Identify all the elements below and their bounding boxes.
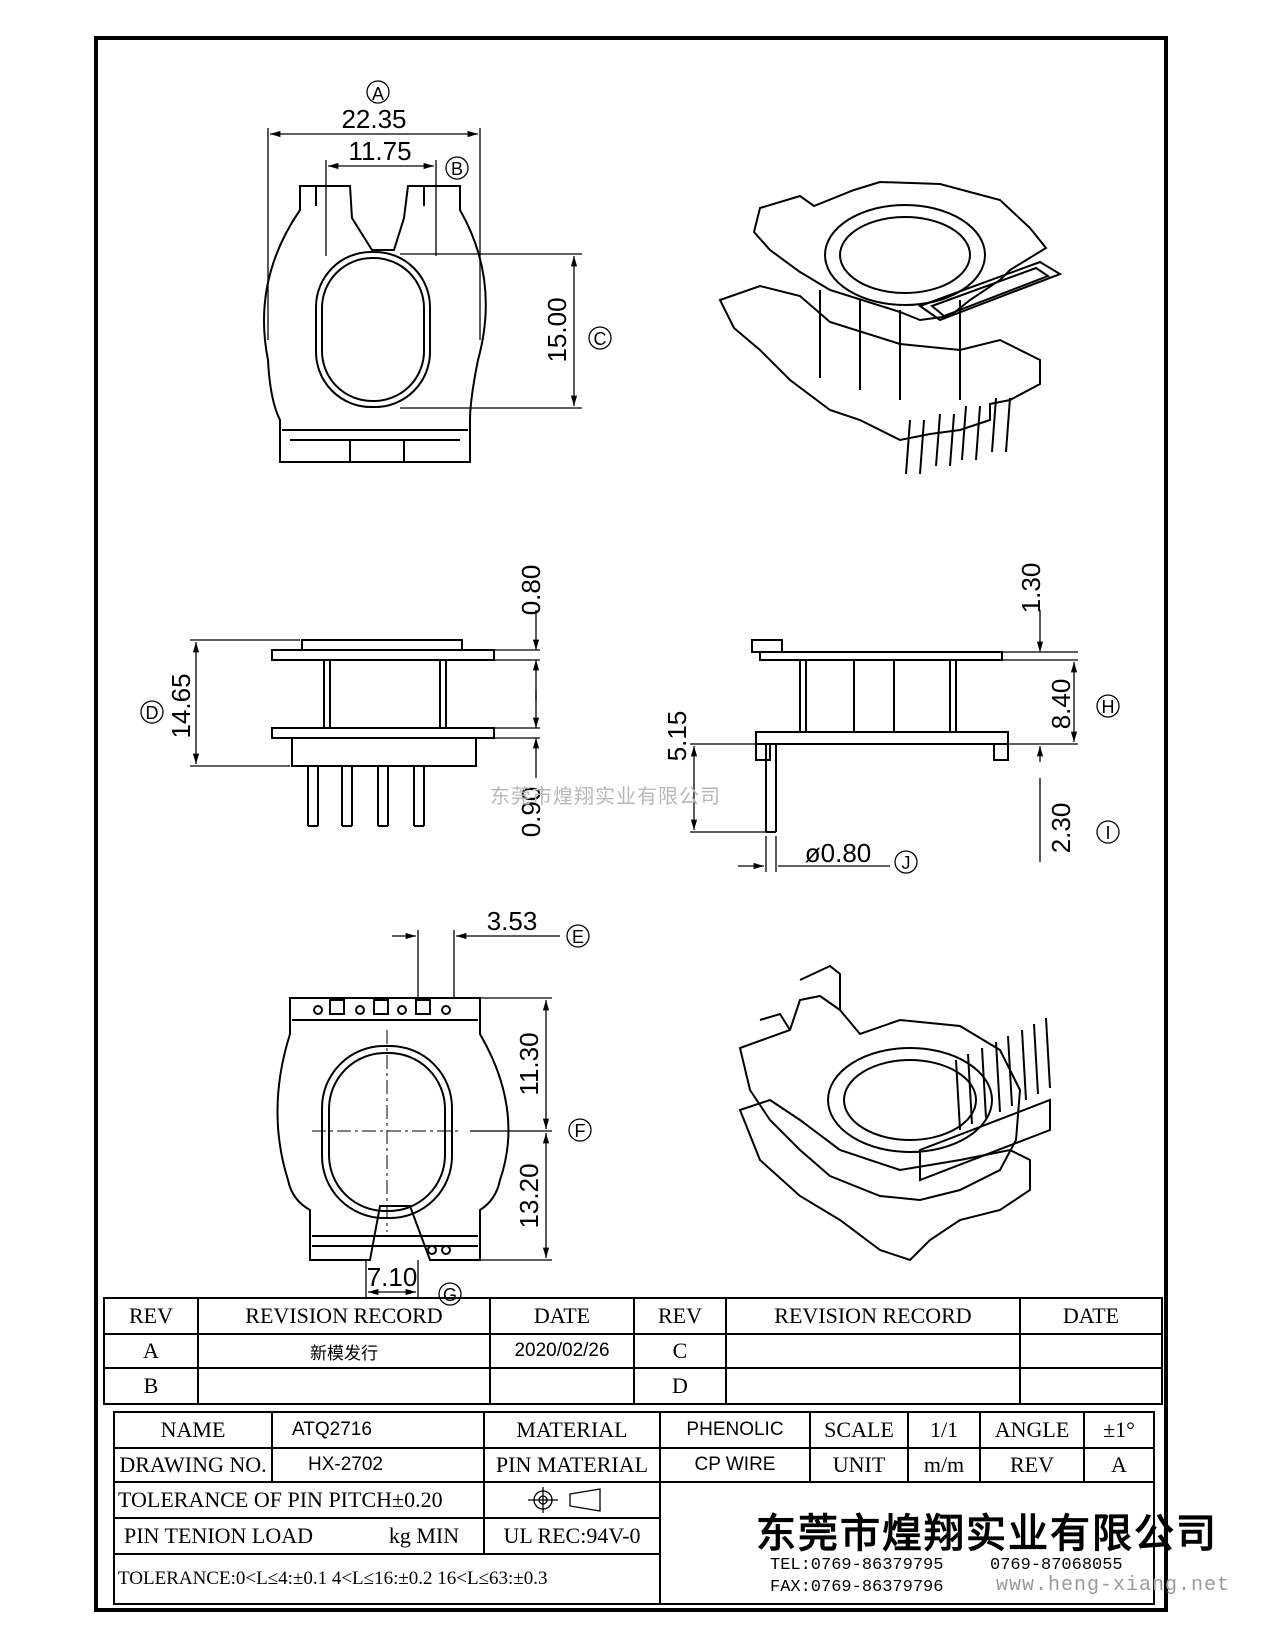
dim-A	[267, 80, 481, 340]
pin-material-label: PIN MATERIAL	[495, 1452, 649, 1477]
watermark-text: 东莞市煌翔实业有限公司	[490, 784, 721, 808]
rev-header-4: REV	[658, 1303, 702, 1328]
dim-F-lower: 13.20	[514, 1163, 544, 1228]
unit-value: m/m	[923, 1452, 965, 1477]
dim-top-flange: 1.30	[1016, 563, 1046, 614]
dim-A-value: 22.35	[341, 104, 406, 134]
rev-row-a-date: 2020/02/26	[514, 1340, 610, 1361]
sheet-border	[94, 36, 1168, 1612]
iso-view-bottom	[738, 964, 1051, 1262]
dim-D-value: 14.65	[166, 673, 196, 738]
pin-tenion-unit: kg MIN	[388, 1523, 460, 1548]
side-view	[751, 639, 1009, 833]
dim-pin-len: 5.15	[662, 711, 692, 762]
dim-J-value: ø0.80	[805, 838, 872, 868]
rev-row-c-record	[726, 1334, 1020, 1368]
rev-row-b-rev: B	[143, 1373, 159, 1398]
top-view	[263, 185, 487, 463]
rev-header-2: REVISION RECORD	[245, 1303, 443, 1328]
dim-top-gap: 0.80	[516, 565, 546, 616]
circle-F-label: F	[575, 1121, 586, 1141]
name-label: NAME	[160, 1417, 226, 1442]
dim-H-value: 8.40	[1046, 679, 1076, 730]
dim-front-gaps	[494, 610, 540, 778]
projection-symbol	[528, 1487, 601, 1513]
rev-row-d-record	[726, 1368, 1020, 1404]
name-value: ATQ2716	[292, 1419, 372, 1440]
rev-header-1: REV	[129, 1303, 173, 1328]
circle-H-label: H	[1102, 697, 1115, 717]
dim-F-upper: 11.30	[514, 1032, 544, 1095]
dim-C-value: 15.00	[542, 297, 572, 362]
rev-header-3: DATE	[533, 1303, 591, 1328]
ul-rec: UL REC:94V-0	[503, 1523, 641, 1548]
dim-B	[325, 156, 469, 256]
dim-side	[690, 610, 1120, 874]
pin-tenion-label: PIN TENION LOAD	[124, 1523, 314, 1548]
rev-row-d-date	[1020, 1368, 1162, 1404]
tolerance-general: TOLERANCE:0<L≤4:±0.1 4<L≤16:±0.2 16<L≤63…	[118, 1568, 548, 1589]
circle-B-label: B	[451, 159, 463, 179]
dim-F	[470, 997, 592, 1261]
pin-material-value: CP WIRE	[694, 1454, 776, 1475]
dim-G	[365, 1260, 462, 1306]
rev-row-d-rev: D	[672, 1373, 688, 1398]
tolerance-pin-pitch: TOLERANCE OF PIN PITCH±0.20	[118, 1487, 443, 1512]
unit-label: UNIT	[832, 1452, 886, 1477]
bottom-view	[276, 997, 510, 1261]
fax-number: FAX:0769-86379796	[770, 1578, 944, 1597]
drawing-no-value: HX-2702	[308, 1454, 383, 1475]
front-view	[271, 639, 495, 827]
website: www.heng-xiang.net	[996, 1574, 1231, 1597]
dim-E-value: 3.53	[487, 906, 538, 936]
dim-bottom-gap: 0.90	[516, 787, 546, 838]
iso-view-top	[718, 180, 1063, 475]
circle-G-label: G	[443, 1285, 457, 1305]
dim-D	[140, 639, 300, 767]
rev-row-a-record: 新模发行	[310, 1343, 378, 1364]
angle-value: ±1°	[1103, 1417, 1135, 1442]
circle-E-label: E	[572, 927, 584, 947]
angle-label: ANGLE	[994, 1417, 1070, 1442]
rev-row-c-date	[1020, 1334, 1162, 1368]
dim-C	[400, 253, 612, 409]
circle-J-label: J	[902, 853, 911, 873]
rev-label: REV	[1010, 1452, 1054, 1477]
dim-G-value: 7.10	[367, 1262, 418, 1292]
dim-E	[392, 924, 590, 998]
circle-I-label: I	[1105, 823, 1110, 843]
rev-row-b-record	[198, 1368, 490, 1404]
rev-row-a-rev: A	[143, 1338, 159, 1363]
rev-row-c-rev: C	[672, 1338, 688, 1363]
circle-D-label: D	[146, 703, 159, 723]
tel-number: TEL:0769-86379795	[770, 1556, 944, 1575]
rev-row-b-date	[490, 1368, 634, 1404]
drawing-no-label: DRAWING NO.	[119, 1452, 267, 1477]
revision-table-grid	[103, 1297, 1163, 1405]
company-name: 东莞市煌翔实业有限公司	[756, 1510, 1218, 1557]
tel-number-2: 0769-87068055	[990, 1556, 1123, 1575]
material-label: MATERIAL	[516, 1417, 628, 1442]
rev-header-6: DATE	[1062, 1303, 1120, 1328]
scale-value: 1/1	[929, 1417, 959, 1442]
material-value: PHENOLIC	[686, 1419, 784, 1440]
rev-header-5: REVISION RECORD	[774, 1303, 972, 1328]
dim-I-value: 2.30	[1046, 803, 1076, 854]
circle-C-label: C	[594, 329, 607, 349]
rev-value: A	[1111, 1452, 1127, 1477]
scale-label: SCALE	[824, 1417, 894, 1442]
dim-B-value: 11.75	[348, 136, 411, 166]
title-block-grid	[113, 1411, 1155, 1605]
circle-A-label: A	[372, 84, 384, 104]
